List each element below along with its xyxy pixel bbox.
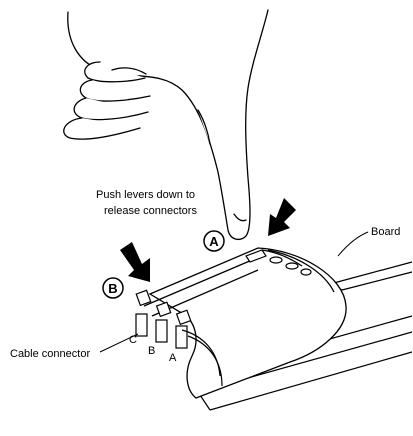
push-arrow-b [120,242,150,282]
svg-text:A: A [209,234,219,249]
connector-a-body [175,309,192,349]
instruction-line-1: Push levers down to [96,189,195,201]
pointing-hand-illustration [63,9,269,241]
instruction-line-2: release connectors [104,205,197,217]
connector-a-label: A [169,352,177,364]
callout-b: B [102,277,124,299]
callout-a: A [203,230,225,252]
cable-connectors [135,289,223,387]
lever-a-connector [245,249,312,276]
connector-b-label: B [148,345,155,357]
connector-c-label: C [129,334,137,346]
leader-lines [99,231,369,353]
push-arrow-a [268,198,296,236]
cable-connector-label: Cable connector [10,348,90,360]
svg-text:B: B [108,281,117,296]
connector-c-body [135,289,152,337]
ribbon-cable-bundle [143,247,347,399]
board-label: Board [371,226,400,238]
connector-b-body [155,301,172,343]
